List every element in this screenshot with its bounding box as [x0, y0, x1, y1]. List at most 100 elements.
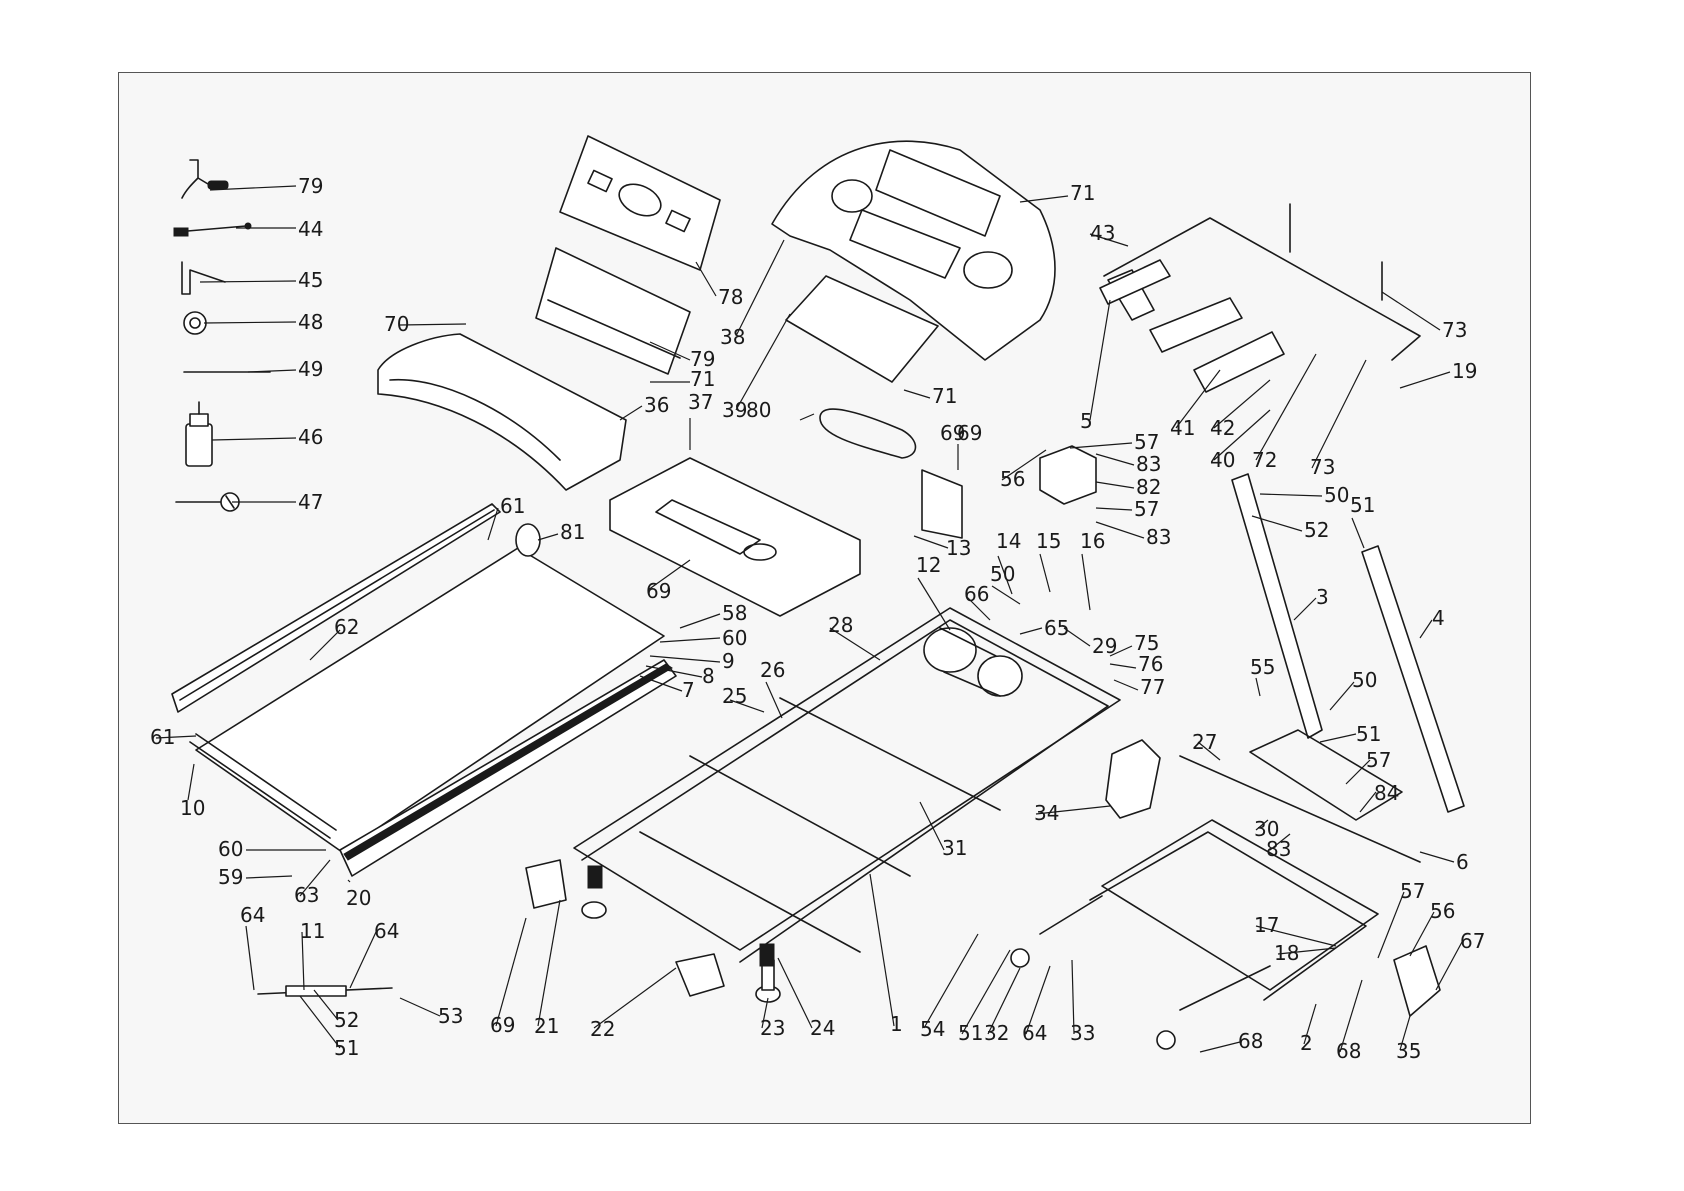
part-number-label: 17	[1254, 913, 1279, 937]
part-number-label: 58	[722, 601, 747, 625]
part-number-label: 60	[722, 626, 747, 650]
part-number-label: 34	[1034, 801, 1059, 825]
leader-line	[187, 763, 195, 801]
part-number-label: 8	[702, 664, 715, 688]
part-number-label: 61	[500, 494, 525, 518]
part-number-label: 52	[334, 1008, 359, 1032]
spring-24	[759, 943, 775, 967]
console-housing-38	[771, 140, 1056, 361]
leader-line	[1339, 979, 1363, 1053]
leader-line	[639, 675, 683, 692]
leader-line	[1255, 353, 1317, 461]
part-number-label: 53	[438, 1004, 463, 1028]
leader-line	[1259, 493, 1323, 497]
leader-line	[1311, 359, 1367, 469]
leader-line	[619, 405, 643, 421]
leader-line	[1255, 677, 1261, 697]
part-number-label: 7	[682, 678, 695, 702]
part-number-label: 37	[688, 390, 713, 414]
part-number-label: 50	[1324, 483, 1349, 507]
upright-4	[1361, 545, 1465, 813]
leader-line	[1435, 941, 1463, 991]
leader-line	[1081, 553, 1091, 611]
base-tray-37	[609, 457, 861, 617]
part-number-label: 67	[1460, 929, 1485, 953]
leader-line	[301, 931, 305, 991]
leader-line	[765, 681, 783, 719]
part-number-label: 33	[1070, 1021, 1095, 1045]
part-number-label: 71	[1070, 181, 1095, 205]
leader-line	[1089, 233, 1129, 247]
leader-line	[537, 533, 559, 541]
leader-line	[1001, 449, 1047, 481]
part-number-label: 57	[1134, 430, 1159, 454]
leader-line	[1419, 619, 1433, 639]
leader-line	[1377, 891, 1405, 959]
part-number-label: 5	[1080, 409, 1093, 433]
part-number-label: 79	[298, 174, 323, 198]
part-number-label: 64	[240, 903, 265, 927]
leader-line	[299, 995, 341, 1049]
leader-line	[203, 321, 297, 324]
leader-line	[913, 535, 949, 549]
leader-line	[695, 261, 717, 297]
leader-line	[1255, 925, 1337, 947]
leader-line	[1175, 369, 1221, 429]
allen-wrench-icon	[181, 261, 226, 295]
console-panel-78	[559, 135, 721, 271]
handgrip-41	[1149, 297, 1243, 353]
leader-line	[1251, 515, 1303, 532]
end-cap-35	[1393, 945, 1441, 1017]
leader-line	[1319, 733, 1357, 743]
part-number-label: 84	[1374, 781, 1399, 805]
part-number-label: 12	[916, 553, 941, 577]
part-number-label: 1	[890, 1012, 903, 1036]
part-number-label: 51	[1356, 722, 1381, 746]
leader-line	[1345, 759, 1371, 785]
part-number-label: 68	[1336, 1039, 1361, 1063]
leader-line	[997, 555, 1013, 595]
part-number-label: 15	[1036, 529, 1061, 553]
leader-line	[829, 627, 881, 661]
part-number-label: 73	[1442, 318, 1467, 342]
leader-line	[679, 613, 721, 629]
part-number-label: 57	[1134, 497, 1159, 521]
leader-line	[211, 437, 297, 441]
bushing-icon	[183, 311, 207, 335]
leader-line	[1069, 442, 1133, 449]
leader-line	[299, 859, 331, 897]
part-number-label: 71	[690, 367, 715, 391]
leader-line	[735, 239, 785, 337]
part-number-label: 56	[1000, 467, 1025, 491]
leader-line	[761, 997, 769, 1029]
leader-line	[777, 957, 813, 1029]
part-number-label: 47	[298, 490, 323, 514]
part-number-label: 39	[722, 398, 747, 422]
part-number-label: 24	[810, 1016, 835, 1040]
end-cap-21	[525, 859, 567, 909]
leader-line	[1419, 851, 1455, 863]
part-number-label: 57	[1400, 879, 1425, 903]
wire-cover-13	[921, 469, 963, 539]
part-number-label: 45	[298, 268, 323, 292]
part-number-label: 26	[760, 658, 785, 682]
base-frame-2	[1039, 819, 1379, 1011]
leader-line	[647, 559, 691, 591]
leader-line	[903, 389, 931, 399]
part-number-label: 81	[560, 520, 585, 544]
part-number-label: 35	[1396, 1039, 1421, 1063]
leader-line	[1399, 371, 1451, 389]
leader-line	[729, 699, 765, 713]
part-number-label: 77	[1140, 675, 1165, 699]
part-number-label: 14	[996, 529, 1021, 553]
part-number-label: 61	[150, 725, 175, 749]
part-number-label: 25	[722, 684, 747, 708]
part-number-label: 57	[1366, 748, 1391, 772]
part-number-label: 28	[828, 613, 853, 637]
leader-line	[965, 595, 991, 621]
part-number-label: 75	[1134, 631, 1159, 655]
part-number-label: 69	[940, 421, 965, 445]
leader-line	[799, 413, 815, 421]
